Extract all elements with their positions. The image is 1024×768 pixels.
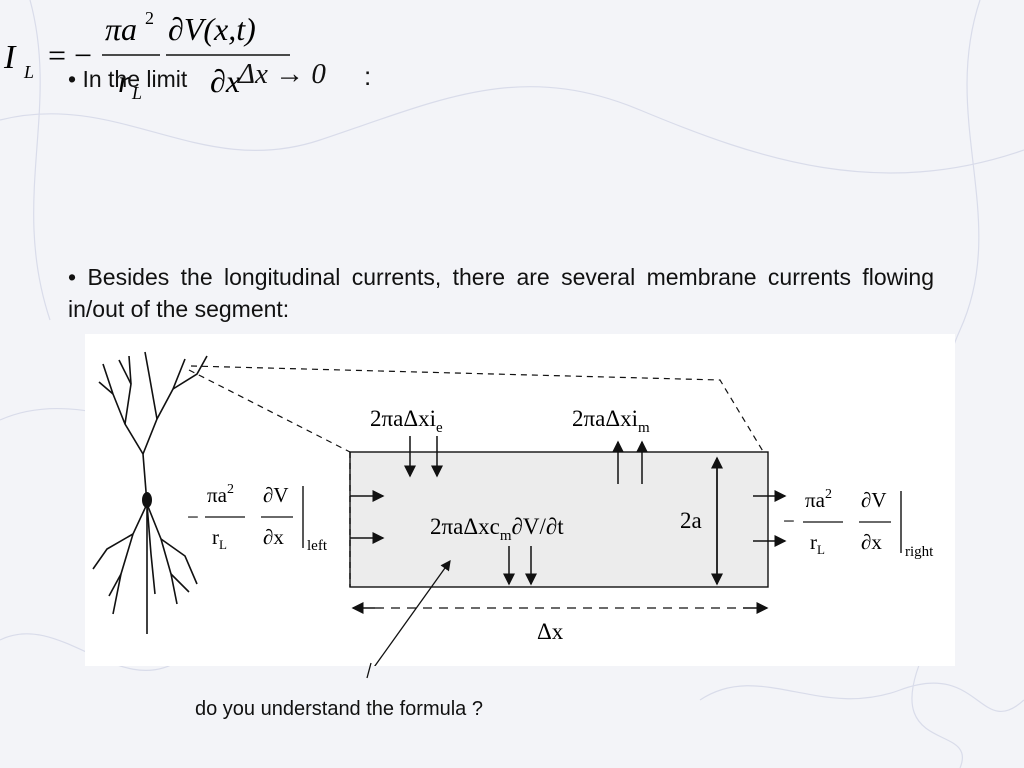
formula-num1: πa — [105, 11, 137, 47]
cable-segment — [349, 451, 769, 588]
bullet-limit: • In the limit — [68, 66, 188, 92]
soma — [142, 492, 152, 508]
svg-text:πa2: πa2 — [805, 487, 832, 512]
label-external-current: 2πaΔxie — [370, 406, 443, 436]
question-caption: do you understand the formula ? — [195, 698, 483, 720]
limit-expression-text: Δx → 0 — [238, 58, 326, 90]
label-length: Δx — [537, 619, 564, 644]
cable-segment-figure: 2πaΔxie 2πaΔxim 2πaΔxcm∂V/∂t 2a − πa2 rL… — [85, 334, 955, 678]
svg-text:πa2: πa2 — [207, 482, 234, 507]
svg-text:∂V: ∂V — [263, 483, 289, 507]
bullet-membrane-currents: • Besides the longitudinal currents, the… — [68, 264, 934, 322]
svg-text:−: − — [187, 505, 199, 529]
svg-text:∂V: ∂V — [861, 488, 887, 512]
label-capacitive-current: 2πaΔxcm∂V/∂t — [430, 514, 564, 544]
zoom-line-upper — [190, 365, 768, 459]
svg-text:∂x: ∂x — [263, 525, 284, 549]
formula-lhs-sub: L — [23, 62, 34, 82]
formula-num2: ∂V(x,t) — [168, 11, 256, 47]
svg-text:left: left — [307, 538, 328, 554]
longitudinal-current-formula: I L = − πa 2 r L ∂V(x,t) ∂x — [0, 0, 300, 110]
left-flux-expression: − πa2 rL ∂V ∂x left — [187, 482, 328, 554]
svg-text:∂x: ∂x — [861, 530, 882, 554]
formula-lhs: I — [3, 39, 17, 76]
colon: : — [364, 61, 372, 91]
svg-text:−: − — [783, 509, 795, 533]
right-flux-expression: − πa2 rL ∂V ∂x right — [783, 487, 934, 560]
formula-den2: ∂x — [210, 63, 240, 99]
label-membrane-current: 2πaΔxim — [572, 406, 650, 436]
svg-text:rL: rL — [810, 530, 825, 557]
formula-den1-sub: L — [131, 83, 142, 103]
neuron-sketch — [92, 351, 208, 634]
svg-text:rL: rL — [212, 525, 227, 552]
svg-text:right: right — [905, 544, 934, 560]
label-diameter: 2a — [680, 508, 702, 533]
zoom-line-lower — [188, 369, 351, 453]
formula-den1: r — [118, 63, 131, 99]
formula-num1-sup: 2 — [145, 8, 154, 28]
formula-equals-minus: = − — [48, 37, 92, 73]
annotation-pointer-arrow — [366, 559, 451, 678]
annotation-pointer-tail — [366, 662, 372, 679]
limit-expression: Δx → 0 — [238, 58, 326, 91]
